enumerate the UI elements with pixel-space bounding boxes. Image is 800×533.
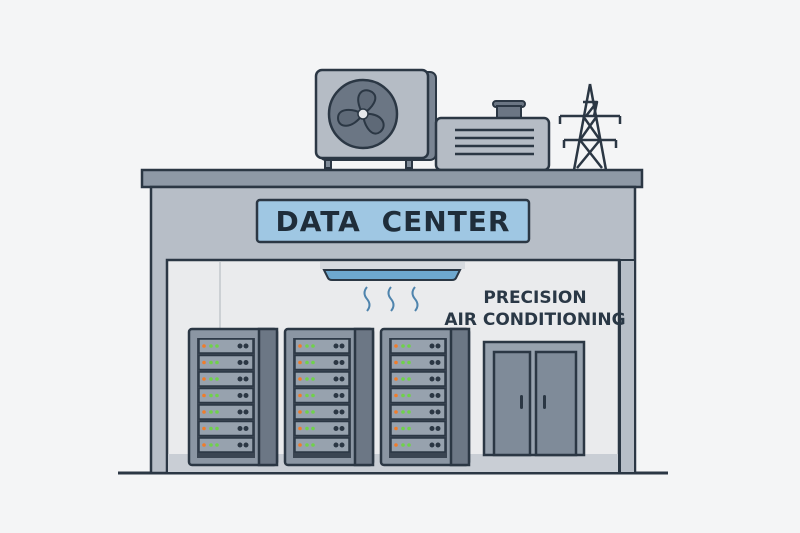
server-rack [379, 327, 471, 467]
precision-ac-label: PRECISION AIR CONDITIONING [430, 287, 640, 331]
server-rack [187, 327, 279, 467]
double-door[interactable] [482, 340, 586, 457]
precision-ac-line2: AIR CONDITIONING [444, 310, 626, 330]
fan-icon [327, 78, 399, 150]
generator-unit [434, 100, 551, 172]
sign-label: DATA CENTER [275, 204, 511, 238]
sign-board [255, 198, 531, 244]
condenser-fan-unit [314, 68, 437, 169]
server-rack [283, 327, 375, 467]
precision-ac-line1: PRECISION [483, 288, 587, 308]
ac-vent-icon [320, 262, 465, 312]
power-pylon-icon [558, 83, 622, 171]
roof [140, 168, 644, 189]
